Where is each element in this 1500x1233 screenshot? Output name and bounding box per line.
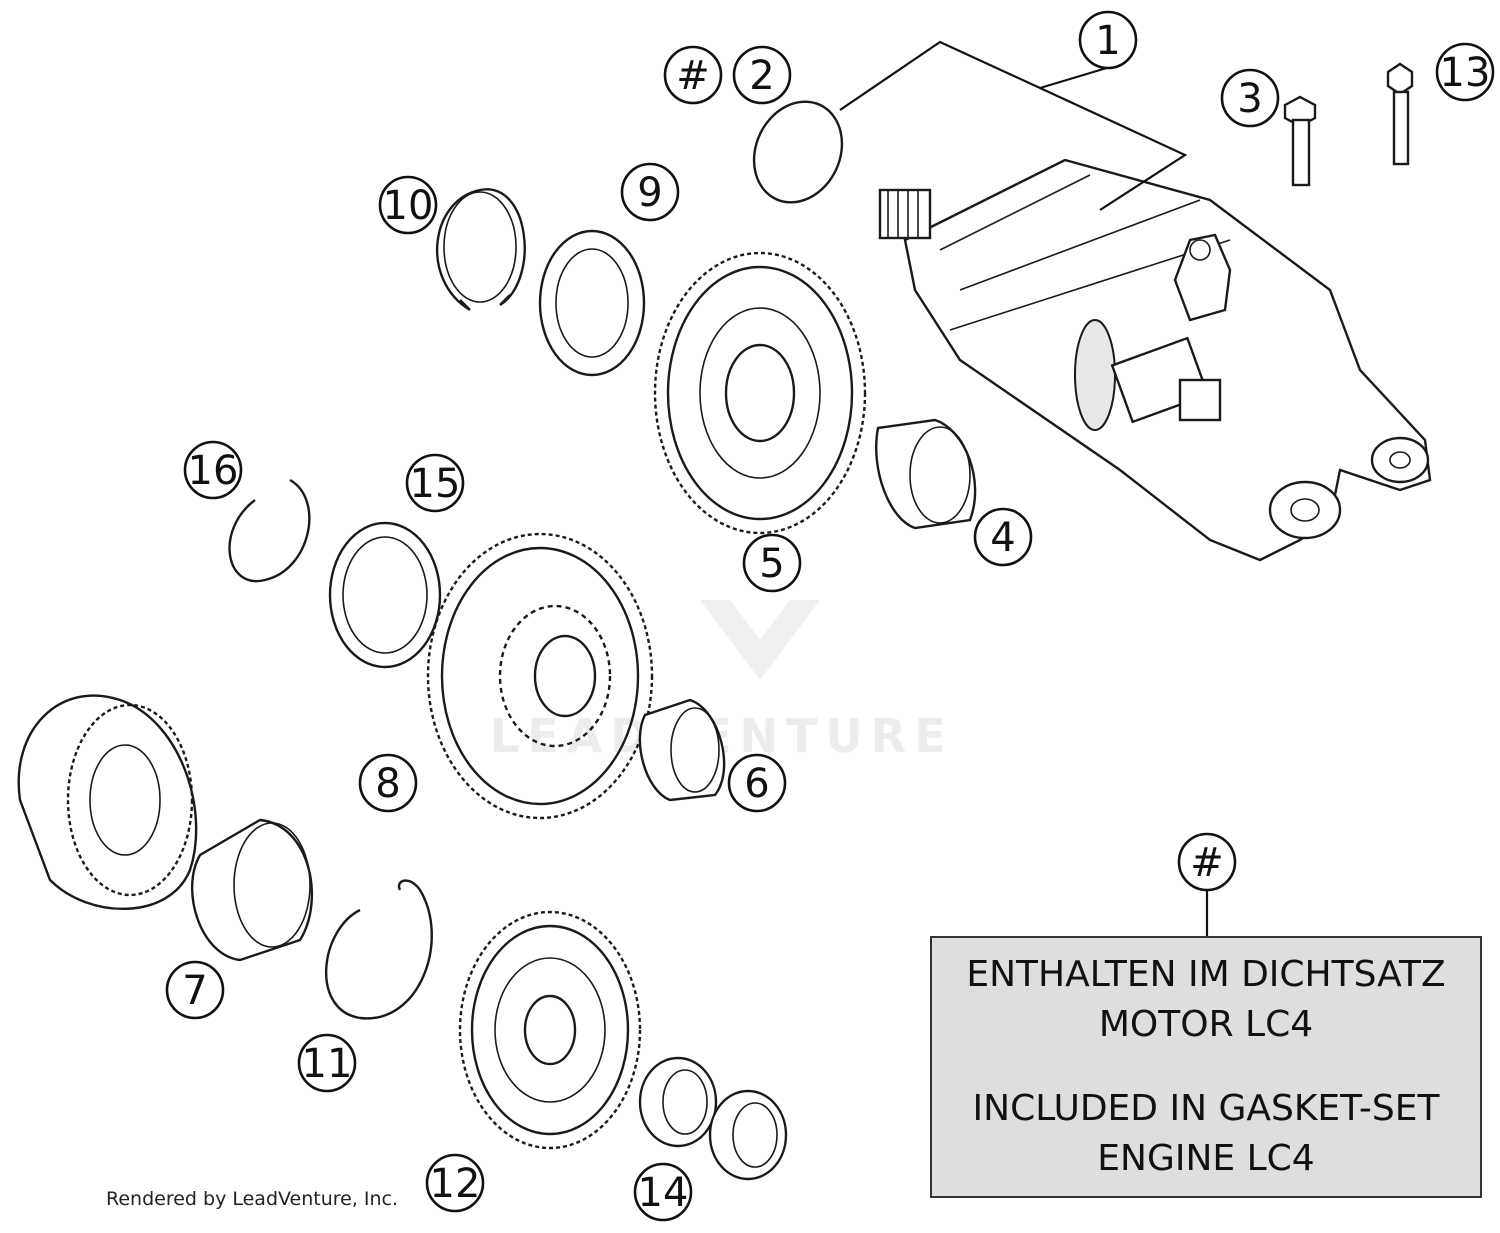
- bolt-part-13: [1386, 62, 1414, 166]
- note-de-line1: ENTHALTEN IM DICHTSATZ: [966, 954, 1446, 995]
- needle-bearing-part-6: [638, 698, 726, 802]
- callout-6: 6: [727, 753, 787, 813]
- callout-2: 2: [732, 45, 792, 105]
- gear-part-5: [653, 251, 867, 535]
- svg-text:2: 2: [749, 53, 774, 99]
- svg-text:#: #: [1190, 840, 1224, 886]
- callout-12: 12: [425, 1153, 485, 1213]
- circlip-part-11: [325, 879, 433, 1020]
- starter-motor: [878, 158, 1432, 562]
- callout-2-hash: #: [663, 45, 723, 105]
- callout-3: 3: [1220, 68, 1280, 128]
- svg-text:1: 1: [1095, 18, 1120, 64]
- callout-15: 15: [405, 453, 465, 513]
- svg-text:14: 14: [638, 1170, 689, 1216]
- svg-text:10: 10: [383, 183, 434, 229]
- washer-part-15: [328, 521, 442, 669]
- svg-text:9: 9: [637, 170, 662, 216]
- callout-11: 11: [297, 1033, 357, 1093]
- svg-text:5: 5: [759, 541, 784, 587]
- note-en-line2: ENGINE LC4: [1097, 1138, 1315, 1179]
- note-de-line2: MOTOR LC4: [1098, 1004, 1314, 1045]
- svg-text:13: 13: [1440, 50, 1491, 96]
- o-ring: [752, 100, 844, 204]
- needle-bearings-part-14: [638, 1056, 788, 1181]
- callout-4: 4: [973, 507, 1033, 567]
- callout-10: 10: [378, 175, 438, 235]
- circlip-part-10: [436, 188, 526, 312]
- svg-text:4: 4: [990, 515, 1015, 561]
- callout-14: 14: [633, 1162, 693, 1222]
- render-credit: Rendered by LeadVenture, Inc.: [106, 1188, 399, 1210]
- callout-7: 7: [165, 960, 225, 1020]
- callout-13: 13: [1435, 42, 1495, 102]
- svg-text:6: 6: [744, 761, 769, 807]
- svg-text:#: #: [676, 53, 710, 99]
- leader-part-1: [839, 40, 1188, 211]
- svg-text:3: 3: [1237, 76, 1262, 122]
- callout-16: 16: [183, 440, 243, 500]
- washer-part-9: [538, 229, 646, 377]
- svg-text:15: 15: [410, 461, 461, 507]
- needle-bearing-part-4: [875, 418, 977, 530]
- gear-part-12: [458, 910, 642, 1150]
- callout-1: 1: [1078, 10, 1138, 70]
- gasket-set-note: ENTHALTEN IM DICHTSATZ MOTOR LC4 INCLUDE…: [930, 936, 1482, 1198]
- watermark: LEADVENTURE: [490, 600, 946, 763]
- bolt-part-3: [1283, 95, 1317, 187]
- callout-note-hash: #: [1177, 832, 1237, 892]
- callout-9: 9: [620, 162, 680, 222]
- bearing-part-7: [191, 818, 313, 962]
- gear-part-8: [426, 532, 654, 820]
- note-en-line1: INCLUDED IN GASKET-SET: [972, 1088, 1440, 1129]
- helical-gear: [17, 694, 198, 910]
- callout-8: 8: [358, 753, 418, 813]
- svg-text:11: 11: [302, 1041, 353, 1087]
- svg-text:12: 12: [430, 1161, 481, 1207]
- circlip-part-16: [228, 478, 311, 583]
- callout-5: 5: [742, 533, 802, 593]
- svg-text:16: 16: [188, 448, 239, 494]
- svg-text:8: 8: [375, 761, 400, 807]
- svg-text:7: 7: [182, 968, 207, 1014]
